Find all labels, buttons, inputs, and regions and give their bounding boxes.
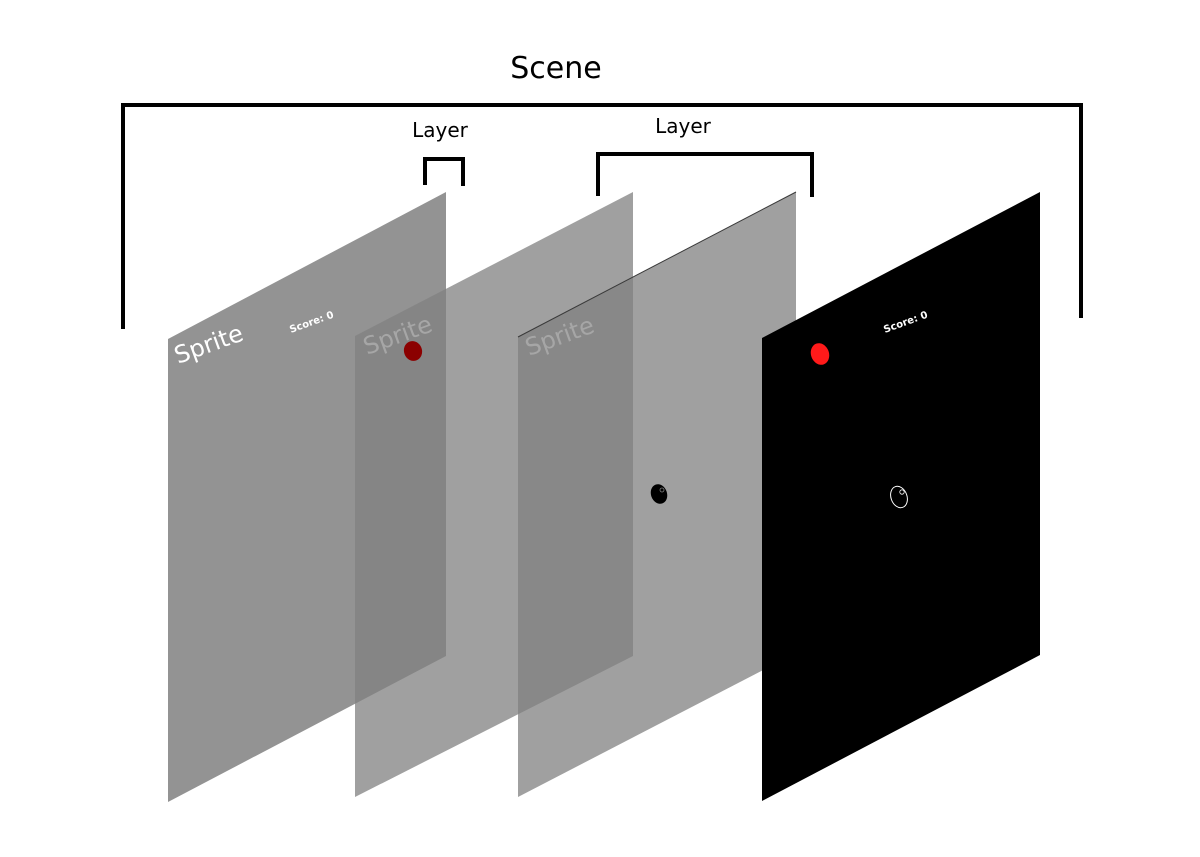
layer-panel-composite-surface — [762, 192, 1040, 801]
layer-label-left: Layer — [412, 118, 469, 142]
layer-panel-composite: Score: 0 — [762, 192, 1040, 801]
layer-bracket-left — [423, 157, 465, 186]
scene-bracket-group: Scene — [121, 51, 1083, 329]
player-sprite-eye — [659, 487, 665, 493]
player-sprite-solid — [650, 484, 668, 504]
scene-label: Scene — [510, 51, 601, 86]
layer-bracket-right-group: Layer — [596, 114, 814, 197]
layer-label-right: Layer — [655, 114, 712, 138]
layer-panel-3-top-edge — [517, 191, 797, 338]
player-sprite-outline — [890, 485, 908, 509]
layer-panel-3: Sprite — [517, 191, 797, 797]
player-sprite-outline-eye — [899, 489, 905, 495]
red-ball-sprite-dim — [403, 341, 423, 361]
red-ball-sprite — [810, 343, 830, 365]
layer-bracket-right — [596, 152, 814, 197]
layer-bracket-left-group: Layer — [412, 118, 469, 186]
scene-bracket — [121, 103, 1083, 329]
